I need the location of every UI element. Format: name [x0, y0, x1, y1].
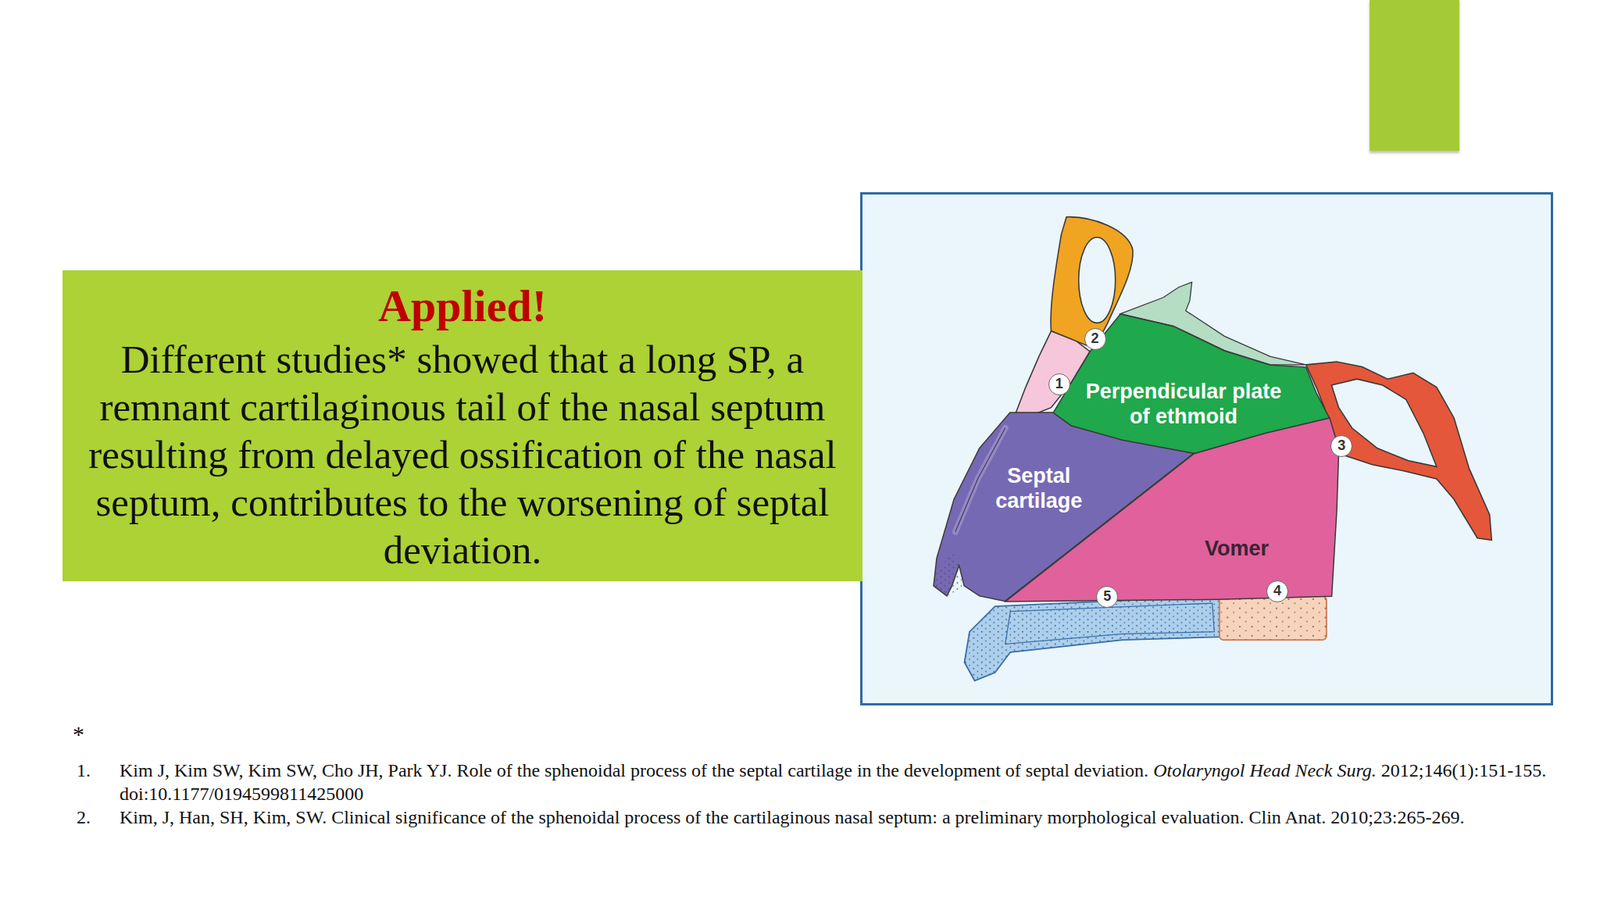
illustration-frame: Perpendicular plate of ethmoidSeptal car… — [860, 192, 1554, 706]
reference-text: Kim, J, Han, SH, Kim, SW. Clinical signi… — [119, 807, 1465, 828]
callout-number: 1 — [1048, 373, 1071, 396]
region-label: Vomer — [1185, 535, 1288, 561]
region-label: Perpendicular plate of ethmoid — [1078, 378, 1289, 429]
region-outline — [1005, 417, 1340, 602]
reference-entry: 2.Kim, J, Han, SH, Kim, SW. Clinical sig… — [119, 805, 1550, 829]
callout-number: 4 — [1266, 580, 1289, 603]
region-shape — [1005, 417, 1340, 602]
maxillary-crest — [964, 596, 1223, 681]
reference-text: Otolaryngol Head Neck Surg. — [1153, 760, 1377, 781]
palatine-crest — [1219, 596, 1327, 640]
maxillary-crest-stipple — [964, 596, 1223, 681]
callout-number: 2 — [1084, 328, 1107, 350]
applied-box: Applied!Different studies* showed that a… — [62, 270, 863, 582]
corner-accent — [1369, 0, 1460, 151]
maxillary-inner-line — [1005, 603, 1215, 644]
reference-entry: 1.Kim J, Kim SW, Kim SW, Cho JH, Park YJ… — [119, 758, 1550, 806]
vomer-region: Vomer — [1005, 417, 1340, 602]
reference-text: Kim J, Kim SW, Kim SW, Cho JH, Park YJ. … — [119, 760, 1149, 781]
region-label: Septal cartilage — [987, 463, 1091, 514]
footnote-marker: * — [72, 720, 85, 749]
reference-number: 1. — [76, 758, 91, 783]
heading-text: Applied! — [75, 282, 850, 331]
body-text: Different studies* showed that a long SP… — [75, 335, 850, 575]
reference-number: 2. — [76, 805, 91, 829]
palatine-crest-stipple — [1219, 596, 1327, 640]
